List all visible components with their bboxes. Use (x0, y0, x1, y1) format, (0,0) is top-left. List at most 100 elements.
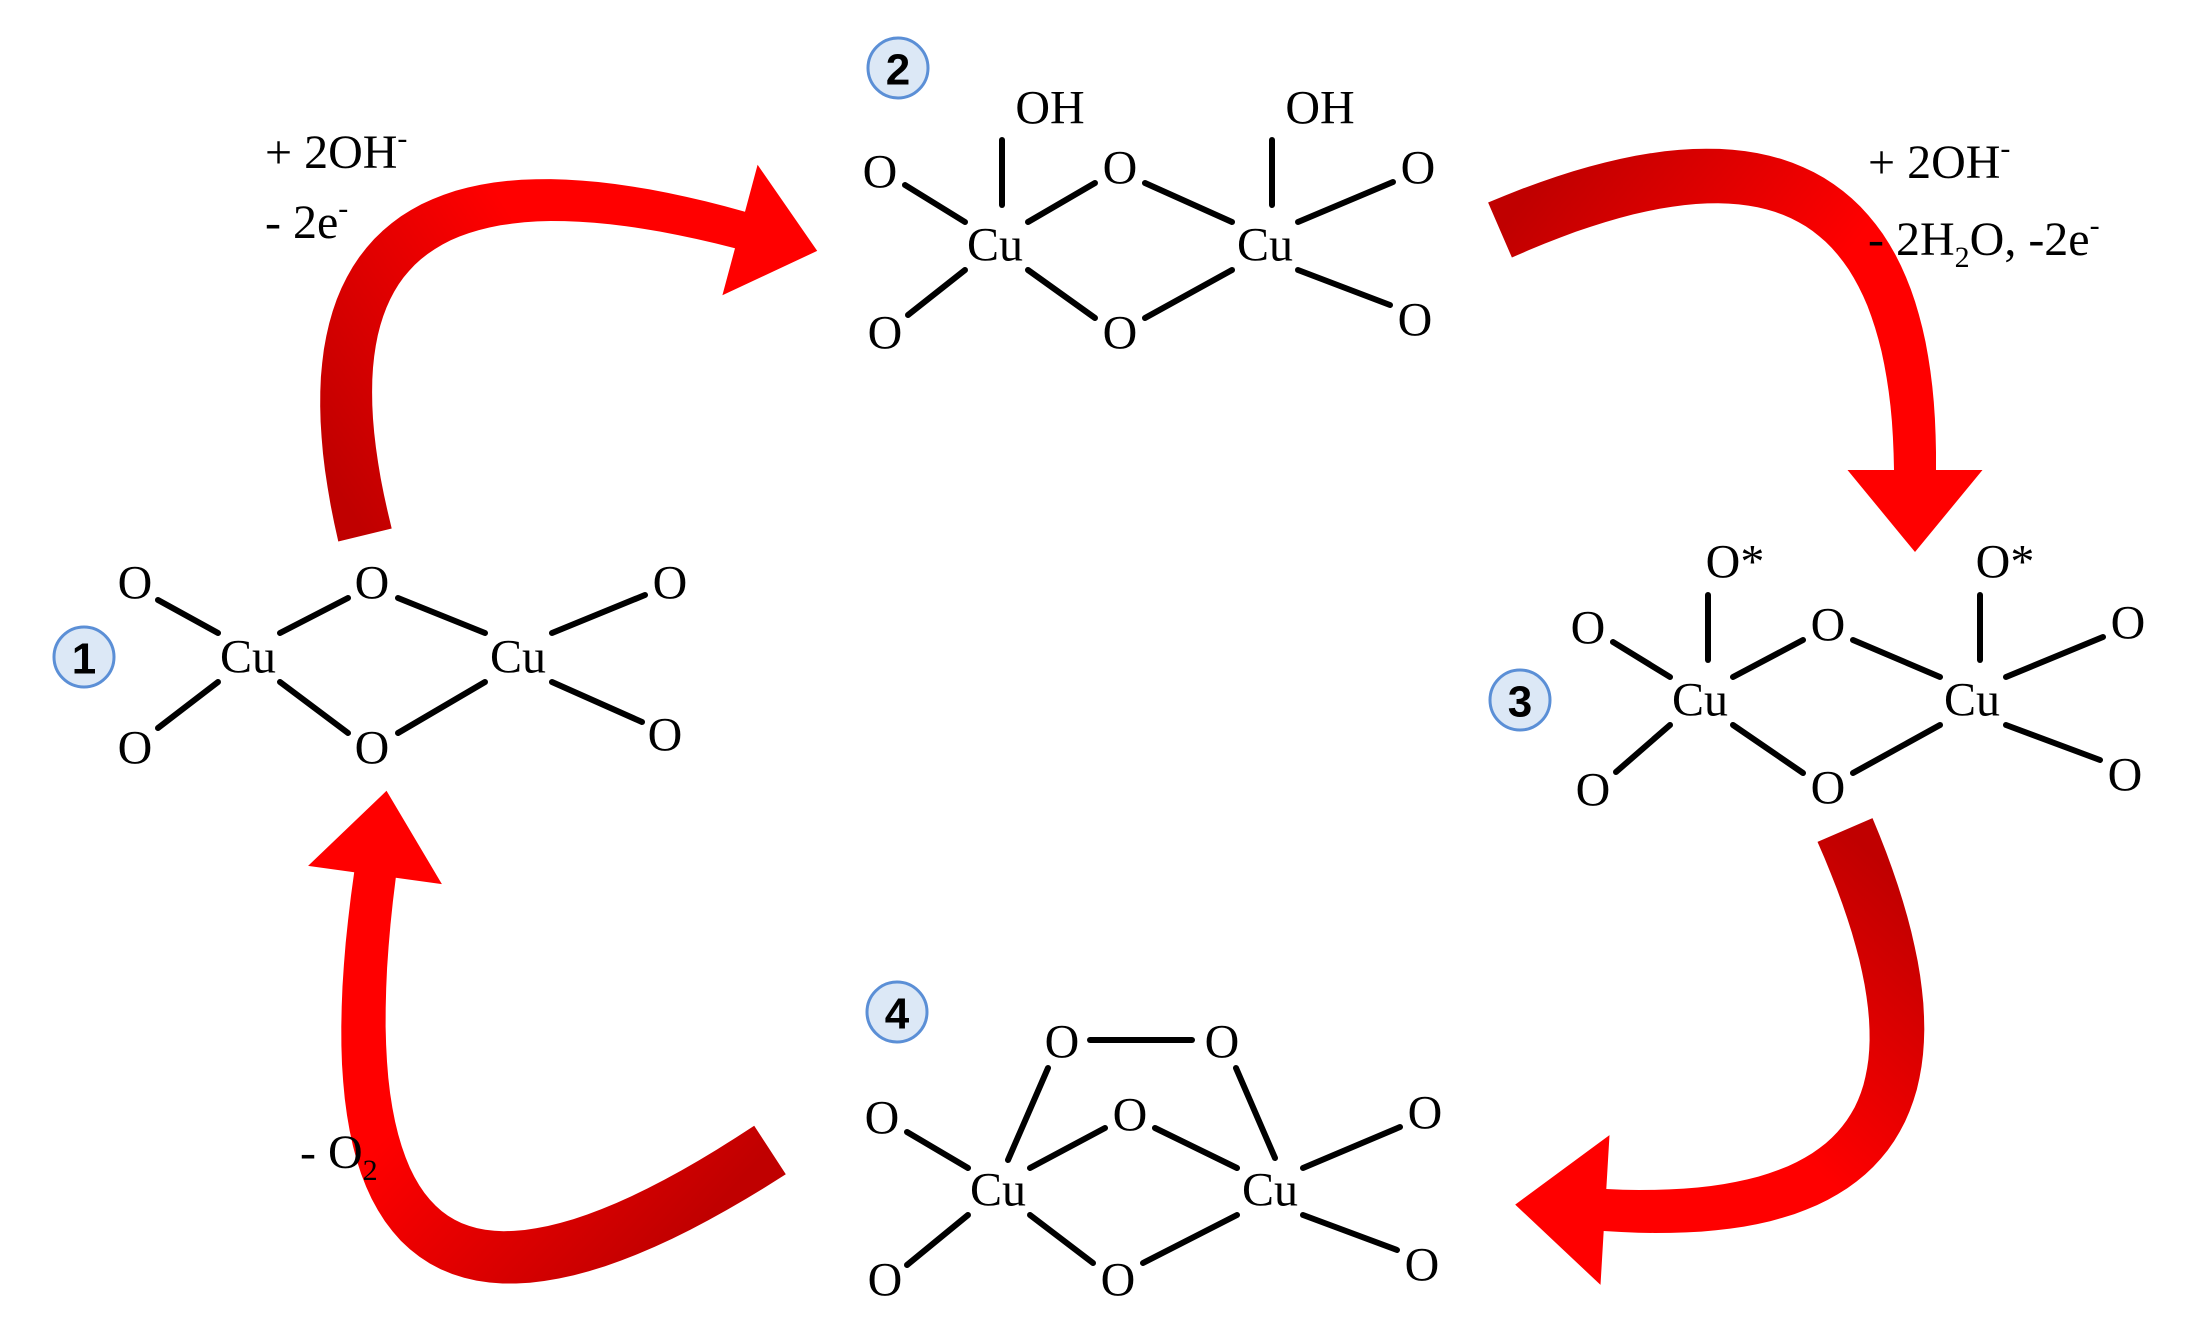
mol1-bond (395, 679, 488, 736)
step-badge-1: 1 (52, 625, 116, 689)
mol1-bond (277, 595, 351, 636)
mol2-bond (1142, 180, 1235, 225)
mol2-bond (1025, 180, 1098, 225)
badge-circle (52, 625, 116, 689)
mol2-oh-left: OH (1015, 82, 1084, 135)
badge-circle (1488, 668, 1552, 732)
mol4-bond (1005, 1065, 1051, 1163)
mol1-cu-right: Cu (490, 631, 546, 684)
mol4-cu-left: Cu (970, 1164, 1026, 1217)
mol1-bond (155, 597, 221, 636)
step-badges: 1 2 3 4 (52, 36, 1552, 1044)
badge-number: 3 (1508, 678, 1532, 727)
mol2-cu-left: Cu (967, 219, 1023, 272)
mol1-o-right-top: O (653, 557, 688, 610)
mol1-o-bridge-top: O (355, 557, 390, 610)
condition-step-1-2: + 2OH- - 2e- (265, 122, 407, 249)
mol3-o-bridge-bottom: O (1811, 762, 1846, 815)
mol2-bond (1142, 267, 1235, 321)
mol3-bond (1850, 637, 1943, 680)
cycle-arrows (308, 148, 1983, 1285)
condition-1-2-line1: + 2OH- (265, 122, 407, 179)
mol3-o-left-top: O (1571, 602, 1606, 655)
mol3-bond (1730, 722, 1806, 776)
mol2-o-right-top: O (1401, 142, 1436, 195)
condition-step-2-3: + 2OH- - 2H2O, -2e- (1868, 132, 2100, 274)
step-badge-4: 4 (865, 980, 929, 1044)
mol2-bond (905, 267, 968, 318)
condition-2-3-line1: + 2OH- (1868, 132, 2010, 189)
bond-lines (155, 137, 2106, 1268)
arrow-step-3-to-4 (1515, 818, 1925, 1285)
mol3-o-right-top: O (2111, 597, 2146, 650)
mol2-o-left-bottom: O (868, 307, 903, 360)
mol3-o-bridge-top: O (1811, 599, 1846, 652)
mol3-cu-left: Cu (1672, 674, 1728, 727)
mol2-o-bridge-top: O (1103, 142, 1138, 195)
mol1-o-left-bottom: O (118, 722, 153, 775)
arrow-step-4-to-1 (308, 790, 786, 1284)
mol3-ostar-right: O* (1976, 536, 2035, 589)
step-badge-3: 3 (1488, 668, 1552, 732)
mol4-o-peroxo-left: O (1045, 1016, 1080, 1069)
condition-4-1-line: - O2 (300, 1126, 378, 1187)
mol4-bond (904, 1129, 971, 1171)
mol3-bond (1850, 722, 1943, 776)
mol4-o-right-bottom: O (1405, 1239, 1440, 1292)
mol2-bond (1295, 267, 1393, 308)
mol4-bond (1300, 1124, 1403, 1171)
mol1-bond (395, 595, 488, 636)
mol2-bond (1025, 267, 1098, 321)
mol1-o-bridge-bottom: O (355, 722, 390, 775)
badge-number: 4 (885, 990, 910, 1039)
mol2-o-left-top: O (863, 146, 898, 199)
mol2-bond (1295, 179, 1396, 225)
condition-step-4-1: - O2 (300, 1126, 378, 1187)
mol1-bond (549, 679, 645, 725)
mol3-ostar-left: O* (1706, 536, 1765, 589)
mol4-bond (1300, 1212, 1400, 1253)
mol2-o-right-bottom: O (1398, 294, 1433, 347)
mol4-o-left-bottom: O (868, 1254, 903, 1307)
mol3-bond (2003, 634, 2106, 680)
badge-number: 1 (72, 635, 96, 684)
mol3-o-right-bottom: O (2108, 749, 2143, 802)
mol4-o-peroxo-right: O (1205, 1016, 1240, 1069)
mol2-cu-right: Cu (1237, 219, 1293, 272)
mol1-o-left-top: O (118, 557, 153, 610)
mol4-o-left-top: O (865, 1092, 900, 1145)
condition-2-3-line2: - 2H2O, -2e- (1868, 209, 2100, 274)
mol1-o-right-bottom: O (648, 709, 683, 762)
mol2-o-bridge-bottom: O (1103, 307, 1138, 360)
mol4-cu-right: Cu (1242, 1164, 1298, 1217)
mol4-bond (1233, 1065, 1278, 1161)
mol1-bond (155, 679, 221, 731)
badge-circle (866, 36, 930, 100)
step-badge-2: 2 (866, 36, 930, 100)
mol4-bond (1027, 1125, 1108, 1171)
condition-1-2-line2: - 2e- (265, 192, 348, 249)
mol4-o-bridge-top: O (1113, 1089, 1148, 1142)
mol2-bond (902, 182, 968, 225)
badge-number: 2 (886, 46, 910, 95)
mol4-bond (904, 1212, 971, 1268)
mol2-oh-right: OH (1285, 82, 1354, 135)
mol4-o-right-top: O (1408, 1087, 1443, 1140)
arrow-step-1-to-2 (320, 164, 818, 542)
mol3-o-left-bottom: O (1576, 764, 1611, 817)
mol3-bond (1610, 639, 1673, 680)
mol1-cu-left: Cu (220, 631, 276, 684)
arrow-step-2-to-3 (1488, 148, 1983, 552)
badge-circle (865, 980, 929, 1044)
mol1-bond (277, 679, 351, 736)
mol4-bond (1027, 1212, 1096, 1266)
mol4-bond (1152, 1125, 1240, 1171)
mol3-bond (1613, 722, 1673, 775)
mol3-cu-right: Cu (1944, 674, 2000, 727)
mol4-bond (1140, 1212, 1240, 1266)
mol1-bond (549, 592, 648, 636)
mol3-bond (2003, 722, 2103, 763)
mol4-o-bridge-bottom: O (1101, 1254, 1136, 1307)
